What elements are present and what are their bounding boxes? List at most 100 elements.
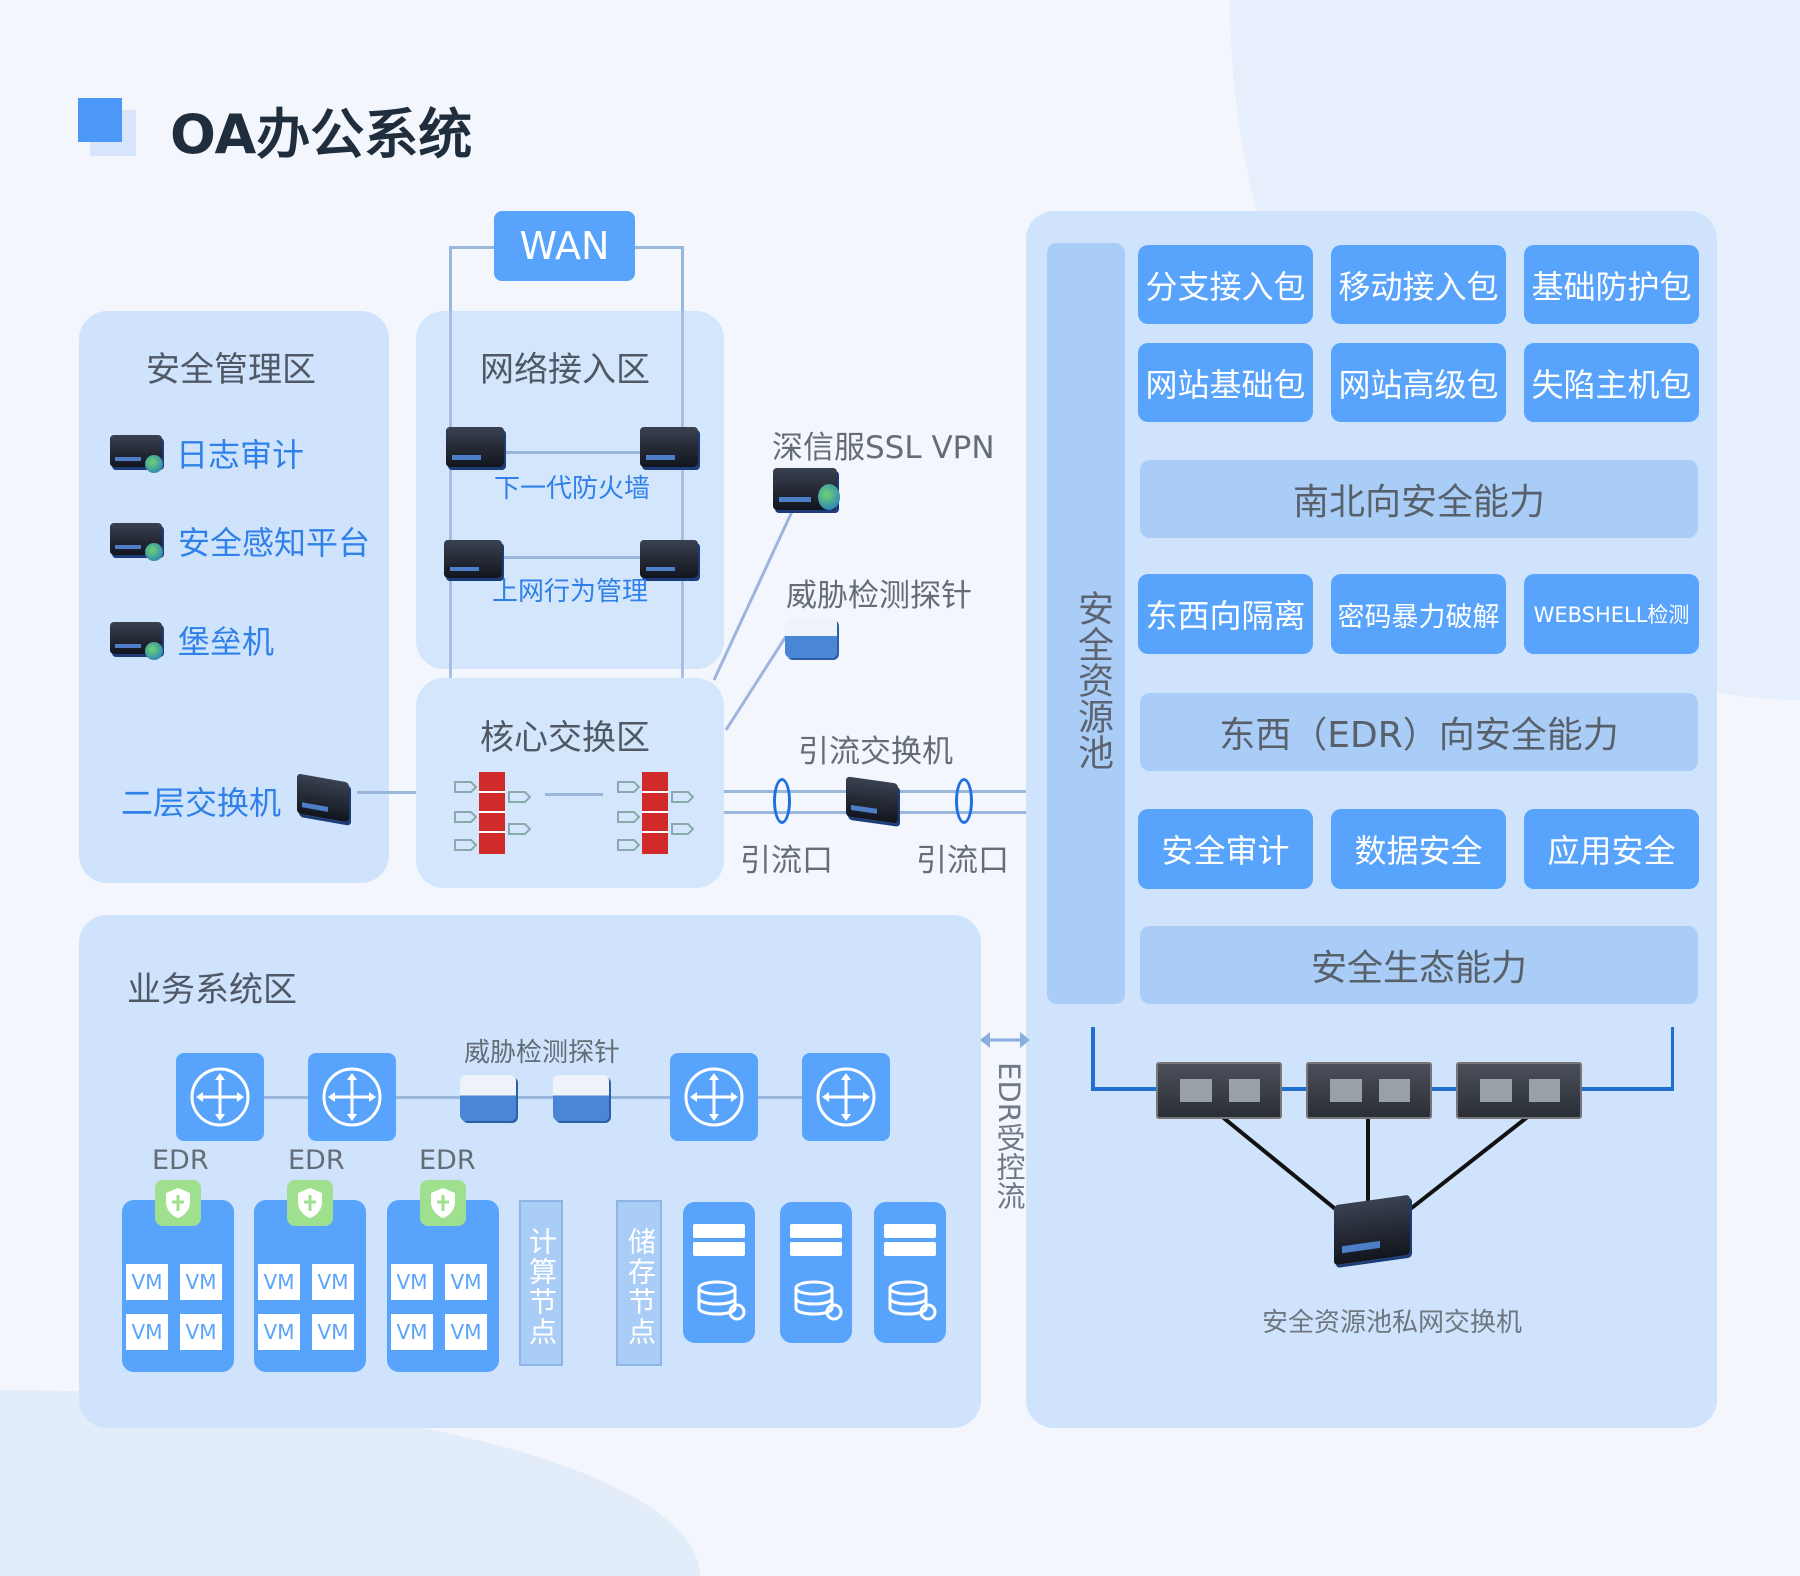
router-icon (308, 1053, 396, 1141)
firewall-device-icon (640, 427, 698, 467)
east-west-edr-capability-bar: 东西（EDR）向安全能力 (1140, 693, 1698, 771)
north-south-capability-bar: 南北向安全能力 (1140, 460, 1698, 538)
globe-icon (818, 484, 840, 510)
bastion-host-label[interactable]: 堡垒机 (178, 623, 275, 661)
vm-item[interactable]: VM (391, 1314, 433, 1350)
bidirectional-arrow-icon (980, 1032, 1030, 1048)
pool-item[interactable]: 分支接入包 (1138, 245, 1313, 324)
ssl-vpn-label[interactable]: 深信服SSL VPN (772, 430, 995, 466)
pool-item[interactable]: 数据安全 (1331, 809, 1506, 889)
diversion-port-marker (955, 778, 973, 824)
compute-host[interactable]: VM VM VM VM (122, 1180, 234, 1372)
edr-flow-label: EDR受控流 (992, 1062, 1026, 1210)
edr-shield-icon (287, 1180, 333, 1226)
edr-shield-icon (420, 1180, 466, 1226)
zone-title: 核心交换区 (480, 718, 650, 758)
behavior-mgmt-device-icon (640, 540, 698, 578)
router-icon (176, 1053, 264, 1141)
edr-label: EDR (419, 1145, 476, 1176)
connector (480, 451, 660, 454)
zone-title: 业务系统区 (127, 970, 297, 1010)
router-icon (802, 1053, 890, 1141)
storage-server-icon (683, 1202, 755, 1343)
zone-title: 安全管理区 (146, 350, 316, 390)
connector (357, 791, 416, 794)
threat-probe-device-icon (460, 1075, 516, 1121)
connector (449, 311, 452, 678)
vm-item[interactable]: VM (445, 1264, 487, 1300)
pool-item[interactable]: 东西向隔离 (1138, 574, 1313, 654)
storage-server-icon (874, 1202, 946, 1343)
pool-private-switch-icon (1334, 1194, 1410, 1266)
compute-host[interactable]: VM VM VM VM (254, 1180, 366, 1372)
pool-item[interactable]: 安全审计 (1138, 809, 1313, 889)
vm-item[interactable]: VM (312, 1314, 354, 1350)
compute-node-label: 计算节点 (519, 1200, 563, 1366)
globe-icon (145, 455, 163, 473)
l2-switch-label[interactable]: 二层交换机 (121, 784, 282, 822)
vm-item[interactable]: VM (258, 1264, 300, 1300)
diversion-port-label: 引流口 (740, 843, 833, 879)
pool-bar (1047, 243, 1125, 1004)
compute-host[interactable]: VM VM VM VM (387, 1180, 499, 1372)
wan-node[interactable]: WAN (494, 211, 635, 281)
edr-shield-icon (155, 1180, 201, 1226)
pool-server-icon (1306, 1062, 1432, 1119)
firewall-label[interactable]: 下一代防火墙 (494, 474, 651, 504)
vm-item[interactable]: VM (391, 1264, 433, 1300)
pool-item[interactable]: 密码暴力破解 (1331, 574, 1506, 654)
diversion-port-marker (773, 778, 791, 824)
diversion-switch-label[interactable]: 引流交换机 (798, 734, 953, 770)
connector (449, 246, 499, 249)
storage-node-label: 储存节点 (616, 1200, 662, 1366)
edr-label: EDR (152, 1145, 209, 1176)
pool-item[interactable]: 网站基础包 (1138, 343, 1313, 422)
globe-icon (145, 543, 163, 561)
zone-title: 网络接入区 (480, 350, 650, 390)
threat-probe-device-icon (785, 618, 837, 658)
vm-item[interactable]: VM (180, 1264, 222, 1300)
security-ecosystem-capability-bar: 安全生态能力 (1140, 926, 1698, 1004)
pool-item[interactable]: 失陷主机包 (1524, 343, 1699, 422)
core-switch-icon (454, 772, 531, 854)
pool-item[interactable]: 网站高级包 (1331, 343, 1506, 422)
diversion-switch-icon (846, 776, 898, 824)
network-access-zone (416, 311, 724, 669)
behavior-mgmt-device-icon (444, 540, 502, 578)
router-icon (670, 1053, 758, 1141)
edr-label: EDR (288, 1145, 345, 1176)
page-title: OA办公系统 (170, 103, 473, 166)
vpn-probe-connectors (712, 504, 797, 731)
pool-item[interactable]: 移动接入包 (1331, 245, 1506, 324)
bastion-host-device-icon (110, 622, 162, 654)
vm-item[interactable]: VM (126, 1314, 168, 1350)
connector (220, 1096, 850, 1099)
pool-server-icon (1156, 1062, 1282, 1119)
pool-item[interactable]: 应用安全 (1524, 809, 1699, 889)
connector (545, 793, 603, 796)
probe-label[interactable]: 威胁检测探针 (786, 578, 972, 614)
pool-title: 安全资源池 (1072, 590, 1113, 770)
pool-item[interactable]: WEBSHELL检测 (1524, 574, 1699, 654)
vm-item[interactable]: VM (445, 1314, 487, 1350)
firewall-device-icon (446, 427, 504, 467)
business-probe-label[interactable]: 威胁检测探针 (464, 1038, 621, 1068)
vm-item[interactable]: VM (312, 1264, 354, 1300)
connector (480, 556, 660, 559)
storage-server-icon (780, 1202, 852, 1343)
diversion-port-label: 引流口 (916, 843, 1009, 879)
connector (681, 311, 684, 678)
threat-probe-device-icon (553, 1075, 609, 1121)
pool-switch-label: 安全资源池私网交换机 (1262, 1308, 1523, 1338)
vm-item[interactable]: VM (258, 1314, 300, 1350)
connector (630, 246, 684, 249)
vm-item[interactable]: VM (126, 1264, 168, 1300)
title-marker (78, 98, 122, 142)
log-audit-label[interactable]: 日志审计 (176, 436, 305, 474)
vm-item[interactable]: VM (180, 1314, 222, 1350)
behavior-mgmt-label[interactable]: 上网行为管理 (492, 577, 649, 607)
core-switch-icon (617, 772, 694, 854)
awareness-platform-label[interactable]: 安全感知平台 (178, 524, 371, 562)
pool-server-icon (1456, 1062, 1582, 1119)
pool-item[interactable]: 基础防护包 (1524, 245, 1699, 324)
